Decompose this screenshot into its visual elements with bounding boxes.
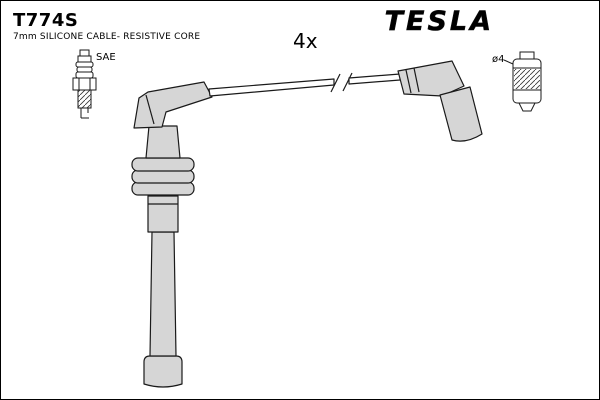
ignition-cable-assembly	[131, 60, 483, 388]
boot-rib	[131, 169, 195, 184]
spark-plug-icon	[72, 49, 97, 119]
boot-neck	[145, 125, 181, 159]
cable-break-mark	[342, 72, 353, 92]
cable-segment-right	[348, 73, 401, 85]
quantity-label: 4x	[293, 29, 318, 53]
boot-flare-base	[143, 355, 183, 388]
boot-collar	[147, 195, 179, 233]
cable-break-mark	[330, 73, 341, 93]
boot-elbow	[133, 81, 213, 129]
connector-boot	[439, 86, 483, 142]
cable-segment-left	[208, 78, 335, 97]
part-number: T774S	[13, 10, 79, 31]
brand-logo: TESLA	[385, 6, 494, 37]
boot-shaft	[149, 231, 177, 357]
sae-label: SAE	[96, 52, 116, 63]
diameter-label: ø4	[492, 54, 504, 65]
cable-spec-subtitle: 7mm SILICONE CABLE- RESISTIVE CORE	[13, 32, 201, 42]
terminal-connector-icon	[503, 51, 542, 112]
boot-rib	[131, 157, 195, 172]
boot-rib	[131, 181, 195, 196]
